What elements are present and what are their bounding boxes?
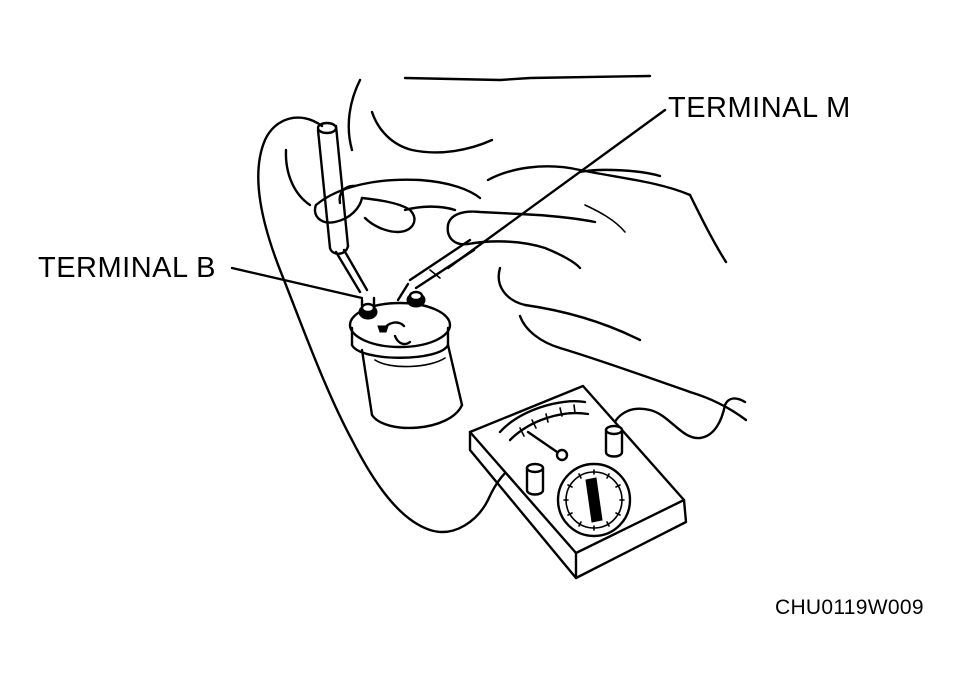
probe-b: [316, 121, 369, 294]
leader-terminal-b: [230, 266, 364, 300]
leader-lines: [230, 108, 667, 300]
upper-hand: [284, 74, 652, 234]
figure-code: CHU0119W009: [775, 596, 924, 619]
solenoid-coil: [348, 290, 464, 430]
multimeter: [468, 384, 688, 580]
lead-wire-right: [610, 397, 747, 440]
right-hand: [446, 165, 748, 422]
label-terminal-m: TERMINAL M: [668, 92, 851, 124]
lead-wire-left: [257, 116, 537, 533]
label-terminal-b: TERMINAL B: [38, 252, 216, 284]
leader-terminal-m: [446, 108, 667, 270]
probe-m: [396, 238, 476, 302]
